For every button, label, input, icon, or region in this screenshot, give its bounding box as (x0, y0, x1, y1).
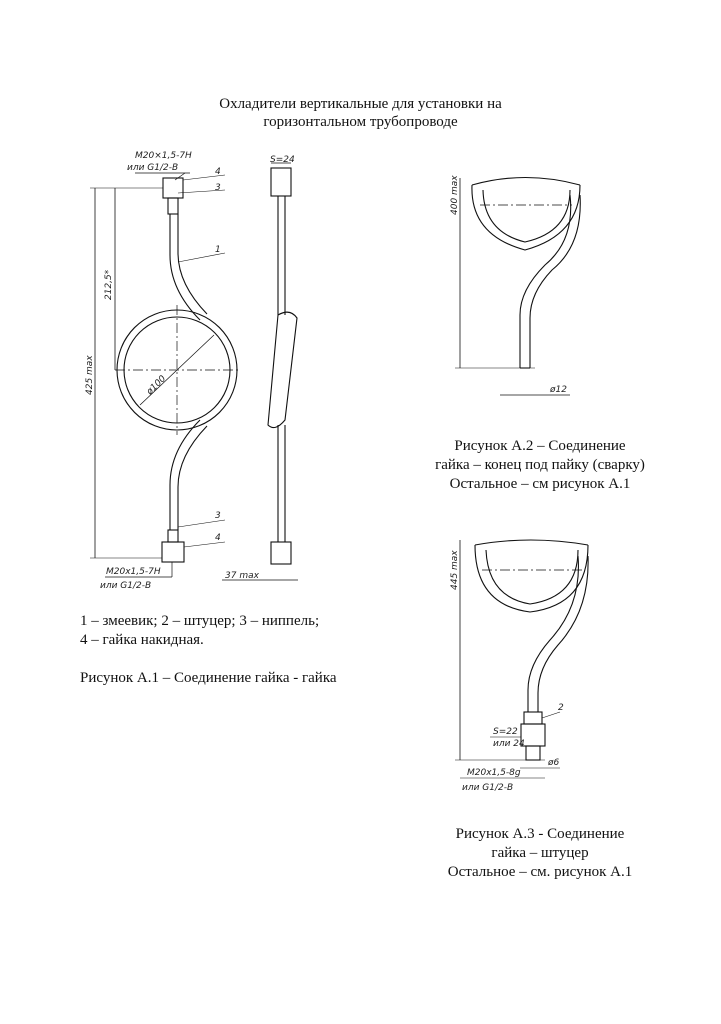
pos3-top-label: 3 (215, 183, 221, 193)
fig2-caption-line-3: Остальное – см рисунок А.1 (449, 476, 631, 492)
fig3-caption-line-3: Остальное – см. рисунок А.1 (447, 864, 633, 880)
figure-a1-front (90, 172, 240, 578)
figure-a3 (455, 539, 589, 779)
side-coil (267, 311, 298, 429)
tube-left-a2 (519, 194, 572, 368)
pos3-bottom-label: 3 (215, 511, 221, 521)
legend-line-1: 1 – змеевик; 2 – штуцер; 3 – ниппель; (80, 613, 320, 629)
coil-tube-top-left (169, 214, 201, 321)
dim-400-label: 400 max (450, 175, 460, 215)
thread-bottom-label-1: M20x1,5-7H (106, 567, 161, 577)
bottom-nipple (167, 529, 179, 543)
fig2-caption-line-2: гайка – конец под пайку (сварку) (435, 457, 645, 473)
top-nut (162, 177, 184, 199)
dim-37-label: 37 max (225, 571, 260, 581)
dim-445-label: 445 max (450, 550, 460, 590)
s24-label: S=24 (270, 155, 295, 165)
fig2-caption-line-1: Рисунок А.2 – Соединение (454, 438, 626, 454)
pos4-top-label: 4 (215, 167, 221, 177)
fitting-a3 (523, 711, 543, 725)
figure-a2-caption: Рисунок А.2 – Соединение гайка – конец п… (380, 437, 700, 494)
tube-right-a3 (537, 555, 589, 712)
page-title: Охладители вертикальные для установки на… (0, 95, 721, 131)
diameter-leader (139, 334, 215, 406)
dim-6-label: ø6 (547, 758, 560, 768)
tube-left-a3 (527, 555, 579, 712)
fig3-caption-line-1: Рисунок А.3 - Соединение (455, 826, 625, 842)
pipe-outer (471, 184, 581, 251)
pos4-bottom-label: 4 (215, 533, 221, 543)
tube-right-a2 (529, 194, 581, 368)
figure-a1-side (222, 162, 298, 581)
s22-label: S=22 (493, 727, 518, 737)
thread-a3-label-2: или G1/2-B (462, 783, 513, 793)
pos2-label: 2 (558, 703, 564, 713)
thread-bottom-label-2: или G1/2-B (100, 581, 151, 591)
pipe-outer-a3 (474, 544, 589, 613)
figure-a1-legend: 1 – змеевик; 2 – штуцер; 3 – ниппель; 4 … (80, 612, 319, 650)
thread-top-label-2: или G1/2-B (127, 163, 178, 173)
pos2-leader (541, 711, 561, 719)
side-top-nut (270, 167, 292, 197)
legend-line-2: 4 – гайка накидная. (80, 632, 204, 648)
title-line-1: Охладители вертикальные для установки на (219, 96, 502, 112)
title-line-2: горизонтальном трубопроводе (263, 114, 458, 130)
stub-a3 (525, 745, 541, 761)
figure-a2 (455, 177, 581, 396)
figure-a3-caption: Рисунок А.3 - Соединение гайка – штуцер … (380, 825, 700, 882)
coil-tube-top-right (177, 214, 208, 315)
pos4-bottom-leader (183, 541, 226, 548)
coil-tube-bottom-left (169, 419, 201, 530)
pipe-inner-a3 (485, 549, 579, 605)
thread-a3-label-1: M20x1,5-8g (467, 768, 521, 778)
pos1-leader (177, 252, 226, 263)
fig3-caption-line-2: гайка – штуцер (491, 845, 589, 861)
coil-tube-bottom-right (177, 425, 208, 530)
pipe-inner (482, 189, 571, 243)
pos3-bottom-leader (177, 519, 226, 528)
figure-a1-caption: Рисунок А.1 – Соединение гайка - гайка (80, 670, 337, 686)
side-bottom-nut (270, 541, 292, 565)
pipe-wave-top (471, 177, 581, 186)
bottom-nut (161, 541, 185, 563)
pipe-wave-top-a3 (474, 539, 589, 546)
s22-alt-label: или 24 (493, 739, 525, 749)
thread-top-arrow (174, 172, 186, 181)
thread-top-label-1: M20×1,5-7H (135, 151, 192, 161)
pos1-label: 1 (215, 245, 221, 255)
top-nipple (167, 197, 179, 215)
dim-425-label: 425 max (85, 355, 95, 395)
dim-12-label: ø12 (549, 385, 567, 395)
dim-212-label: 212,5* (104, 269, 114, 300)
pos4-top-leader (182, 174, 226, 181)
pos3-top-leader (177, 189, 226, 194)
dim-100-label: ø100 (144, 374, 168, 398)
